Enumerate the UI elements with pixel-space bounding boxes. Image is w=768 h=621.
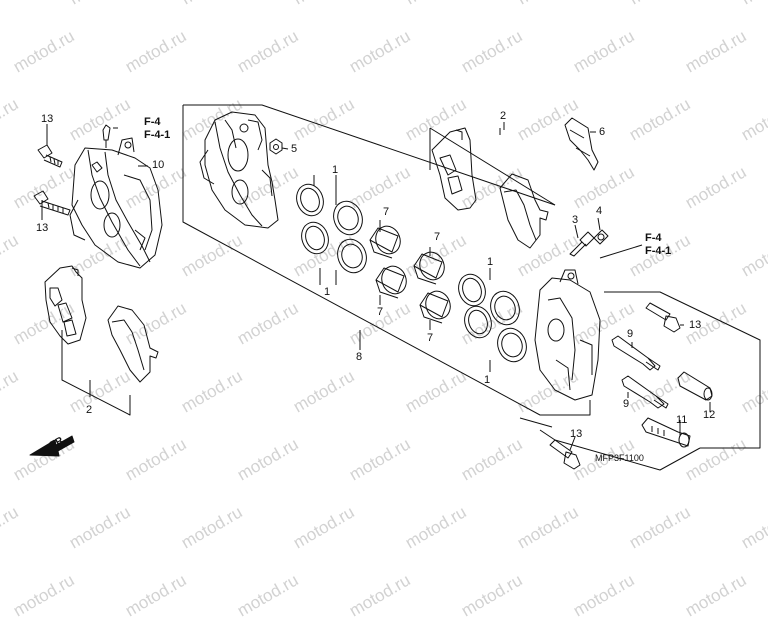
pin9-lower-drawing [621, 375, 669, 409]
watermark-text: motod.ru [346, 570, 414, 621]
pad-bracket-bottom [61, 330, 131, 416]
ref-label-left: F-4 F-4-1 [144, 116, 170, 141]
piston-c-drawing [413, 251, 445, 285]
piston-d-drawing [419, 290, 451, 324]
callout-7-a: 7 [383, 206, 390, 218]
bolt11-drawing [641, 417, 691, 448]
callout-4: 4 [596, 205, 603, 217]
callout-2-bottom: 2 [86, 404, 93, 416]
seal-rings-upper-right [458, 273, 520, 326]
fr-arrow-drawing [29, 435, 75, 457]
callout-12: 12 [703, 409, 716, 421]
left-bolt-top-drawing [37, 144, 63, 168]
frame-link [519, 417, 553, 428]
watermark-text: motod.ru [122, 570, 190, 621]
callout-13-bottom: 13 [570, 428, 583, 440]
callout-13-left-top: 13 [41, 113, 54, 125]
left-bolt-bottom-drawing [33, 190, 71, 216]
watermark-text: motod.ru [682, 570, 750, 621]
callout-6: 6 [599, 126, 606, 138]
right-caliper-frame [604, 291, 761, 449]
watermark-text: motod.ru [10, 570, 78, 621]
callout-9-upper: 9 [627, 328, 634, 340]
ref-label-right: F-4 F-4-1 [645, 232, 671, 257]
callout-5: 5 [291, 143, 298, 155]
left-bleeder-drawing [102, 124, 111, 148]
left-pad-front-drawing [44, 265, 87, 345]
piston-b-drawing [375, 265, 407, 299]
top-pad-rear-drawing [499, 173, 549, 249]
callout-8: 8 [356, 351, 363, 363]
middle-caliper-drawing [199, 111, 279, 229]
callout-7-c: 7 [377, 306, 384, 318]
ref-left-f4: F-4 [144, 116, 161, 128]
assembly-frame [182, 104, 591, 416]
pin9-upper-drawing [611, 335, 661, 371]
callout-13-left-bottom: 13 [36, 222, 49, 234]
seal-rings-lower-left [301, 221, 367, 274]
callout-1-b: 1 [324, 286, 331, 298]
left-pad-rear-drawing [107, 305, 159, 383]
bolt12-drawing [677, 371, 713, 401]
callout-1-c: 1 [487, 256, 494, 268]
bolt5-drawing [269, 138, 283, 155]
right-caliper-drawing [534, 269, 601, 401]
pad-spring-drawing [564, 117, 599, 171]
watermark-text: motod.ru [570, 570, 638, 621]
bolt13-right-upper-drawing [645, 302, 681, 333]
seal-rings-lower-right [464, 305, 527, 363]
bolt13-bottom-drawing [549, 439, 581, 470]
leader-lines [41, 122, 711, 451]
callout-11: 11 [676, 414, 688, 426]
ref-left-f41: F-4-1 [144, 128, 171, 141]
ref-right-f4: F-4 [645, 232, 662, 244]
callout-3: 3 [572, 214, 579, 226]
seal-rings-upper-left [296, 183, 363, 236]
watermark-text: motod.ru [234, 570, 302, 621]
left-caliper-drawing [69, 137, 163, 269]
pad-bracket-top [429, 127, 556, 206]
callout-7-b: 7 [434, 231, 441, 243]
diagram-code: MFP3F1100 [595, 453, 644, 463]
callout-1-a: 1 [332, 164, 339, 176]
bleeder-cap-drawing [593, 229, 609, 245]
piston-a-drawing [369, 225, 401, 259]
callout-1-d: 1 [484, 374, 491, 386]
watermark-text: motod.ru [458, 570, 526, 621]
callout-10: 10 [152, 159, 165, 171]
ref-right-f41: F-4-1 [645, 244, 672, 257]
callout-7-d: 7 [427, 332, 434, 344]
callout-2-top: 2 [500, 110, 507, 122]
top-pad-front-drawing [431, 127, 477, 211]
parts-drawing [29, 104, 761, 471]
right-bottom-frame [539, 429, 701, 471]
callout-13-right: 13 [689, 319, 702, 331]
callout-9-lower: 9 [623, 398, 630, 410]
bleeder-drawing [569, 231, 595, 257]
